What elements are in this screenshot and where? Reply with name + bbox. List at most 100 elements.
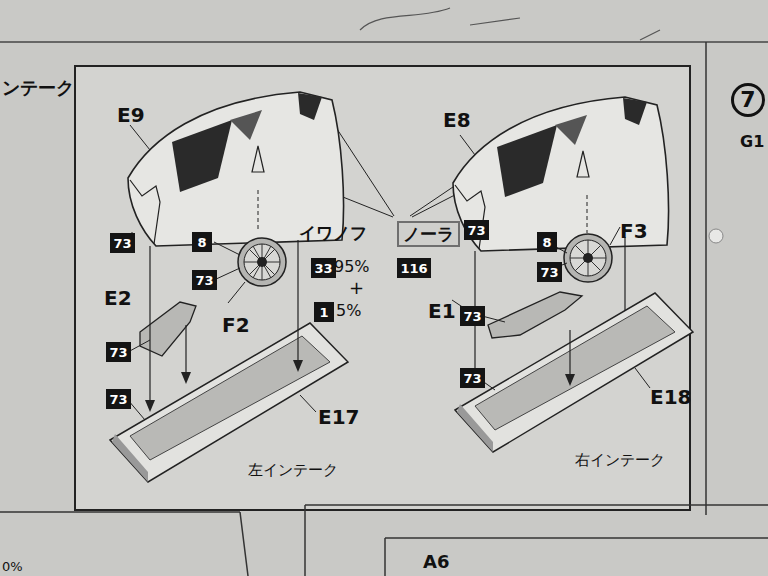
callout-number: 33 [314, 262, 332, 275]
line-art [0, 511, 240, 513]
paint-callout: 73 [106, 389, 131, 409]
line-art [257, 257, 267, 267]
line-art [384, 538, 386, 576]
part-name: E2 [104, 287, 132, 309]
callout-number: 1 [319, 306, 328, 319]
callout-number: ノーラ [403, 226, 454, 243]
line-art [360, 8, 660, 40]
paint-callout: 8 [192, 232, 212, 252]
line-art [488, 292, 582, 338]
part-name: F3 [620, 220, 648, 242]
line-art [577, 151, 589, 177]
paint-callout: 73 [460, 368, 485, 388]
part-name: G1 [740, 133, 764, 151]
line-art [460, 135, 475, 155]
part-name: E18 [650, 386, 692, 408]
line-art [497, 125, 557, 197]
callout-number: 73 [195, 274, 213, 287]
assembly-caption: 左インテーク [248, 462, 338, 479]
line-art [635, 368, 650, 388]
callout-number: 73 [109, 346, 127, 359]
line-art [570, 240, 606, 276]
paint-callout: 1 [314, 302, 334, 322]
line-art [128, 340, 150, 352]
line-art [244, 244, 280, 280]
line-art [709, 229, 723, 243]
line-art [555, 115, 587, 145]
line-art [564, 234, 612, 282]
line-art [455, 293, 693, 452]
line-art [112, 434, 148, 482]
line-art [0, 41, 768, 43]
mix-ratio: 5% [336, 302, 361, 320]
callout-number: 7 [740, 89, 755, 111]
line-art [455, 293, 693, 452]
line-art [244, 244, 280, 280]
line-art [583, 253, 593, 263]
part-name: E8 [443, 109, 471, 131]
callout-number: 73 [540, 266, 558, 279]
line-art [305, 504, 768, 506]
line-art [130, 125, 150, 150]
callout-number: 8 [542, 236, 551, 249]
line-art [570, 240, 606, 276]
step-number-circle: 7 [731, 83, 765, 117]
callout-number: 73 [463, 372, 481, 385]
paint-callout: 73 [192, 270, 217, 290]
line-art [240, 512, 248, 576]
part-name: A6 [423, 552, 449, 572]
color-name: イワノフ [299, 224, 367, 243]
paint-callout: 8 [537, 232, 557, 252]
paint-callout: 73 [537, 262, 562, 282]
line-art [238, 238, 286, 286]
callout-number: 73 [109, 393, 127, 406]
part-name: E17 [318, 406, 360, 428]
part-name: E1 [428, 300, 456, 322]
line-art [623, 98, 647, 125]
line-art [128, 92, 344, 246]
mix-plus: + [349, 278, 364, 298]
mix-ratio: 95% [334, 258, 370, 276]
line-art [145, 400, 155, 412]
line-art [214, 242, 240, 255]
line-art [181, 372, 191, 384]
line-art [304, 505, 306, 576]
line-art [610, 227, 620, 245]
paint-callout: 73 [460, 306, 485, 326]
line-art [457, 404, 493, 452]
line-art [482, 316, 505, 322]
line-art [230, 110, 262, 140]
line-art [258, 190, 259, 232]
line-art [75, 66, 690, 510]
callout-number: 73 [467, 224, 485, 237]
line-art [453, 97, 669, 251]
paint-callout: 116 [397, 258, 431, 278]
paint-callout: 73 [106, 342, 131, 362]
line-art [228, 282, 245, 303]
paint-callout: 73 [464, 220, 489, 240]
line-art [587, 195, 588, 233]
paint-callout: 73 [110, 233, 135, 253]
line-art [297, 240, 298, 365]
callout-number: 73 [463, 310, 481, 323]
line-art [565, 374, 575, 386]
paint-callout: 33 [311, 258, 336, 278]
line-art [252, 146, 264, 172]
line-art [130, 336, 330, 460]
line-art [214, 268, 240, 280]
callout-number: 116 [400, 262, 427, 275]
line-art [149, 246, 150, 405]
line-art [185, 325, 186, 378]
color-name-box: ノーラ [397, 221, 460, 247]
line-art [172, 120, 232, 192]
line-art [569, 330, 570, 380]
line-art [705, 42, 707, 515]
callout-number: 73 [113, 237, 131, 250]
callout-number: 8 [197, 236, 206, 249]
line-art [300, 395, 316, 412]
part-name: E9 [117, 104, 145, 126]
line-art [110, 323, 348, 482]
section-title: ンテーク [2, 78, 74, 98]
partial-note: 0% [2, 560, 23, 574]
line-art [293, 360, 303, 372]
